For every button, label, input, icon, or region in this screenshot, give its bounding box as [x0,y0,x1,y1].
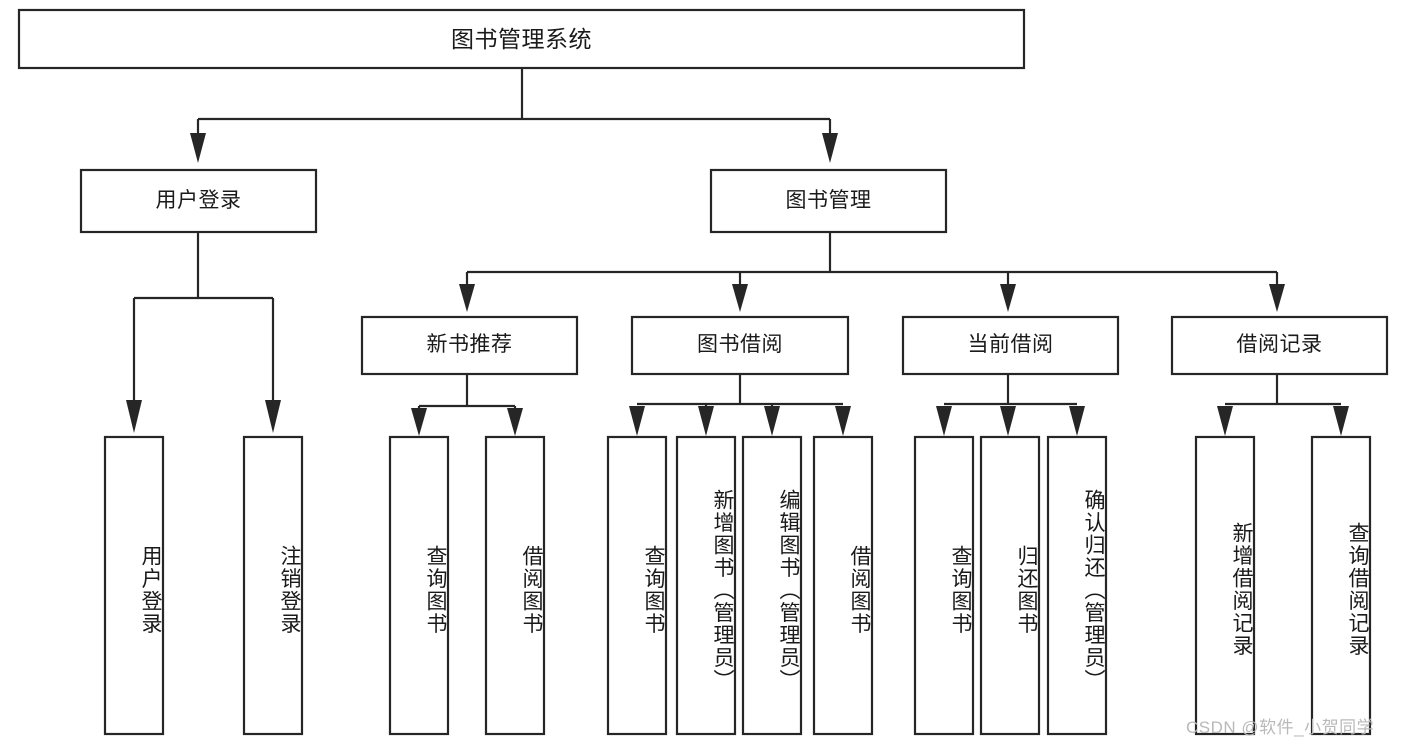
node-leaf-return-book-box[interactable] [979,435,1041,736]
arrow-icon-leaf-query-book-1 [411,408,427,436]
node-leaf-user-login-box[interactable] [103,435,165,736]
node-leaf-borrow-book-1-box[interactable] [484,435,546,736]
node-user-login-box[interactable] [79,168,318,234]
arrow-icon-borrow-record [1269,284,1285,312]
node-leaf-edit-book-box[interactable] [741,435,803,736]
arrow-icon-leaf-query-book-2 [629,406,645,436]
node-leaf-query-record-box[interactable] [1310,435,1372,736]
watermark-text: CSDN @软件_小贺同学 [1186,718,1375,737]
arrow-icon-leaf-borrow-book-2 [835,406,851,436]
node-leaf-confirm-return-box[interactable] [1046,435,1108,736]
arrow-icon-leaf-query-record [1333,406,1349,436]
node-leaf-query-book-3-box[interactable] [913,435,975,736]
arrow-icon-book-borrow [732,284,748,312]
arrow-icon-leaf-return-book [1000,406,1016,436]
arrow-icon-leaf-add-record [1217,406,1233,436]
arrow-icon-leaf-confirm-return [1069,406,1085,436]
arrow-icon-leaf-user-login [126,400,142,433]
node-root-box[interactable] [17,8,1026,70]
arrow-icon-leaf-borrow-book-1 [507,408,523,436]
arrow-icon-leaf-logout-login [265,400,281,433]
node-book-borrow-box[interactable] [630,315,850,376]
node-leaf-logout-login-box[interactable] [242,435,304,736]
node-new-book-recommend-box[interactable] [360,315,579,376]
arrow-icon-leaf-edit-book [764,406,780,436]
node-leaf-borrow-book-2-box[interactable] [812,435,874,736]
arrow-icon-user-login [190,133,206,163]
arrow-icon-book-management [822,133,838,163]
arrow-icon-leaf-query-book-3 [936,406,952,436]
arrow-icon-current-borrow [1000,284,1016,312]
node-borrow-record-box[interactable] [1170,315,1389,376]
node-leaf-add-book-box[interactable] [675,435,737,736]
node-leaf-add-record-box[interactable] [1194,435,1256,736]
node-current-borrow-box[interactable] [901,315,1120,376]
node-book-management-box[interactable] [709,168,948,234]
node-leaf-query-book-2-box[interactable] [606,435,668,736]
arrow-icon-leaf-add-book [698,406,714,436]
arrow-icon-new-book-recommend [459,284,475,312]
node-leaf-query-book-1-box[interactable] [388,435,450,736]
